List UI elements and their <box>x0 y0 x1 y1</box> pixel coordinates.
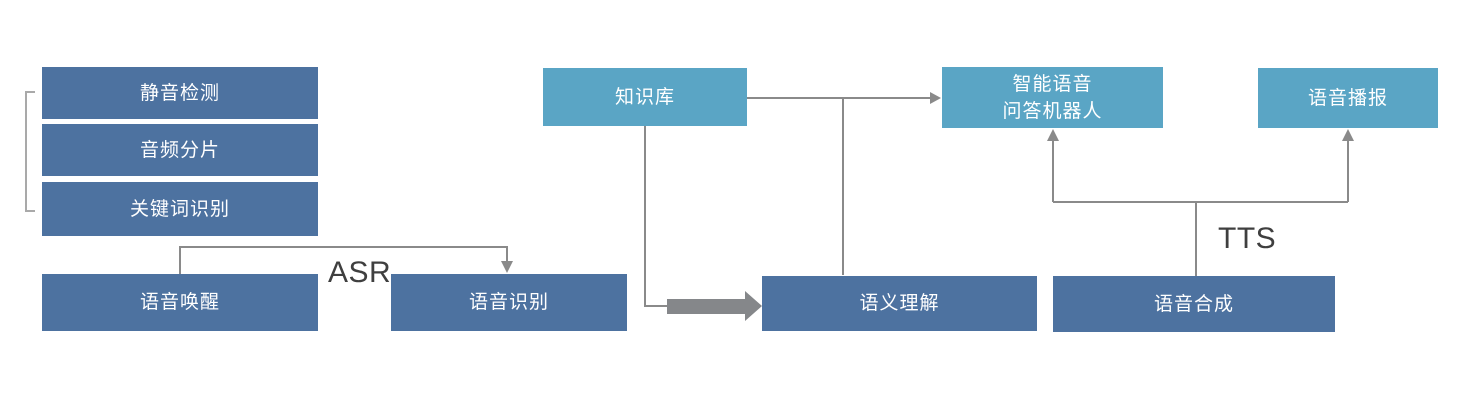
node-semantic-understanding: 语义理解 <box>762 276 1037 331</box>
node-speech-synthesis: 语音合成 <box>1053 276 1335 332</box>
node-keyword-recognition: 关键词识别 <box>42 182 318 236</box>
tts-edge-label: TTS <box>1218 222 1277 255</box>
arrowhead-up-robot <box>1047 129 1059 141</box>
arrowhead-up-broadcast <box>1342 129 1354 141</box>
node-silence-detection: 静音检测 <box>42 67 318 119</box>
node-audio-segmentation: 音频分片 <box>42 124 318 176</box>
node-voice-wakeup: 语音唤醒 <box>42 274 318 331</box>
edge-wakeup-to-speechrec <box>179 246 508 274</box>
asr-edge-label: ASR <box>328 256 392 289</box>
thick-arrow-kb-to-semantic <box>667 291 762 321</box>
arrowhead-right-robot <box>930 92 941 104</box>
edge-kb-down-line <box>644 126 667 307</box>
edge-synthesis-split <box>1052 140 1349 277</box>
arrowhead-down-speechrec <box>501 261 513 273</box>
node-voice-broadcast: 语音播报 <box>1258 68 1438 128</box>
group-bracket <box>25 91 35 212</box>
node-knowledge-base: 知识库 <box>543 68 747 126</box>
node-qa-robot: 智能语音 问答机器人 <box>942 67 1163 128</box>
node-speech-recognition: 语音识别 <box>391 274 627 331</box>
